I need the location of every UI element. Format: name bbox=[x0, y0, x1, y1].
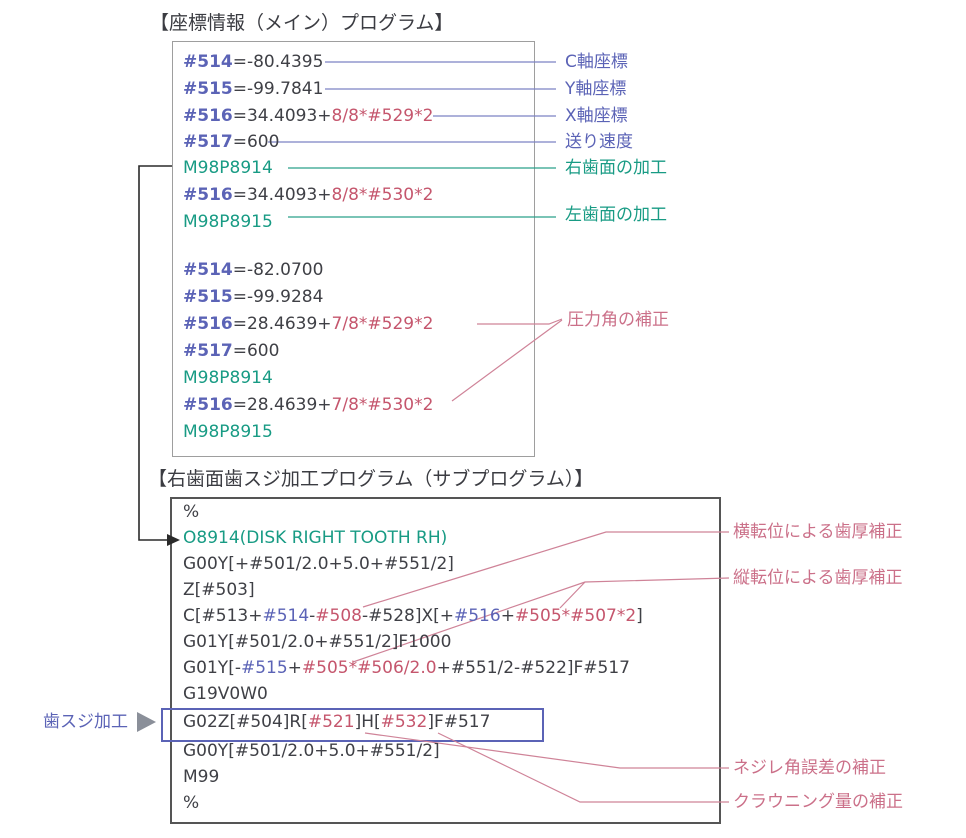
main-code-line: #516=28.4639+7/8*#529*2 bbox=[183, 311, 433, 337]
main-code-segment-corr: 8/8*#529*2 bbox=[331, 106, 434, 126]
main-code-segment-corr: 8/8*#530*2 bbox=[331, 185, 434, 205]
sub-code-line: G01Y[-#515+#505*#506/2.0+#551/2-#522]F#5… bbox=[183, 655, 630, 681]
sub-code-segment-num: + bbox=[500, 606, 515, 626]
sub-code-segment-num: G00Y[+#501/2.0+5.0+#551/2] bbox=[183, 554, 454, 574]
sub-code-segment-corr: #508 bbox=[315, 606, 362, 626]
sub-code-segment-num: M99 bbox=[183, 767, 220, 787]
sub-code-segment-corr: #521 bbox=[307, 712, 355, 732]
sub-code-segment-num: G02Z[#504]R[ bbox=[183, 712, 308, 732]
main-code-line: M98P8915 bbox=[183, 419, 273, 445]
sub-code-segment-varr: #515 bbox=[240, 658, 288, 678]
main-code-line: M98P8914 bbox=[183, 155, 273, 181]
annotation-feed-rate: 送り速度 bbox=[565, 132, 633, 152]
annotation-y-axis-coordinate: Y軸座標 bbox=[565, 79, 627, 99]
main-code-segment-num: =-80.4395 bbox=[232, 52, 324, 72]
sub-code-line: C[#513+#514-#508-#528]X[+#516+#505*#507*… bbox=[183, 603, 643, 629]
sub-code-segment-corr: #532 bbox=[380, 712, 428, 732]
main-code-segment-call: M98P8915 bbox=[183, 212, 273, 232]
sub-code-line: O8914(DISK RIGHT TOOTH RH) bbox=[183, 525, 447, 551]
main-code-line: #516=28.4639+7/8*#530*2 bbox=[183, 392, 433, 418]
main-code-segment-var: #516 bbox=[183, 106, 233, 126]
main-code-segment-var: #517 bbox=[183, 132, 233, 152]
main-code-line: #515=-99.9284 bbox=[183, 284, 323, 310]
tooth-trace-pointer-icon bbox=[137, 712, 156, 732]
main-code-line: #516=34.4093+8/8*#529*2 bbox=[183, 103, 433, 129]
sub-code-segment-num: % bbox=[183, 793, 200, 813]
main-code-segment-call: M98P8914 bbox=[183, 158, 273, 178]
main-code-line: #514=-82.0700 bbox=[183, 257, 323, 283]
annotation-lateral-shift-tooth-thickness-correction: 横転位による歯厚補正 bbox=[733, 522, 903, 542]
main-code-segment-num: =600 bbox=[232, 132, 280, 152]
tooth-trace-highlight-box bbox=[161, 708, 544, 742]
main-code-segment-num: =34.4093+ bbox=[232, 106, 332, 126]
sub-code-segment-varr: #514 bbox=[262, 606, 310, 626]
main-code-line: #517=600 bbox=[183, 129, 279, 155]
sub-code-segment-num: +#551/2-#522]F#517 bbox=[436, 658, 630, 678]
sub-code-segment-call: O8914(DISK RIGHT TOOTH RH) bbox=[183, 528, 448, 548]
sub-code-segment-num: + bbox=[287, 658, 302, 678]
sub-code-line: Z[#503] bbox=[183, 577, 255, 603]
main-code-segment-var: #516 bbox=[183, 314, 233, 334]
annotation-right-tooth-face-machining: 右歯面の加工 bbox=[565, 158, 667, 178]
sub-code-line: % bbox=[183, 790, 199, 816]
sub-code-segment-corr: #505*#507*2 bbox=[514, 606, 637, 626]
main-code-segment-num: =28.4639+ bbox=[232, 314, 332, 334]
main-code-segment-num: =28.4639+ bbox=[232, 395, 332, 415]
annotation-helix-angle-error-correction: ネジレ角誤差の補正 bbox=[733, 758, 886, 778]
sub-code-segment-num: G01Y[- bbox=[183, 658, 241, 678]
sub-code-segment-num: - bbox=[309, 606, 316, 626]
sub-code-segment-num: -#528]X[+ bbox=[362, 606, 454, 626]
main-code-segment-var: #516 bbox=[183, 185, 233, 205]
sub-program-title: 【右歯面歯スジ加工プログラム（サブプログラム）】 bbox=[148, 468, 594, 490]
main-code-segment-call: M98P8915 bbox=[183, 422, 273, 442]
main-code-line: #517=600 bbox=[183, 338, 279, 364]
sub-code-segment-num: C[#513+ bbox=[183, 606, 263, 626]
main-code-line: #514=-80.4395 bbox=[183, 49, 323, 75]
sub-code-segment-num: Z[#503] bbox=[183, 580, 255, 600]
sub-code-line: G00Y[+#501/2.0+5.0+#551/2] bbox=[183, 551, 454, 577]
main-code-segment-num: =-99.9284 bbox=[232, 287, 324, 307]
sub-code-segment-num: ] bbox=[636, 606, 643, 626]
sub-code-line: G01Y[#501/2.0+#551/2]F1000 bbox=[183, 629, 451, 655]
main-code-segment-var: #517 bbox=[183, 341, 233, 361]
sub-code-line: % bbox=[183, 499, 199, 525]
sub-code-segment-num: G01Y[#501/2.0+#551/2]F1000 bbox=[183, 632, 452, 652]
annotation-x-axis-coordinate: X軸座標 bbox=[565, 106, 628, 126]
main-code-segment-var: #515 bbox=[183, 287, 233, 307]
main-code-segment-call: M98P8914 bbox=[183, 368, 273, 388]
main-code-segment-corr: 7/8*#529*2 bbox=[331, 314, 434, 334]
main-code-segment-var: #516 bbox=[183, 395, 233, 415]
annotation-vertical-shift-tooth-thickness-correction: 縦転位による歯厚補正 bbox=[733, 568, 903, 588]
main-code-segment-num: =600 bbox=[232, 341, 280, 361]
main-code-segment-var: #515 bbox=[183, 79, 233, 99]
annotation-left-tooth-face-machining: 左歯面の加工 bbox=[565, 205, 667, 225]
sub-code-line: G19V0W0 bbox=[183, 681, 268, 707]
main-code-segment-corr: 7/8*#530*2 bbox=[331, 395, 434, 415]
main-code-segment-var: #514 bbox=[183, 260, 233, 280]
main-code-line: #515=-99.7841 bbox=[183, 76, 323, 102]
main-code-segment-var: #514 bbox=[183, 52, 233, 72]
main-code-segment-num: =-82.0700 bbox=[232, 260, 324, 280]
main-code-segment-num: =34.4093+ bbox=[232, 185, 332, 205]
sub-code-segment-corr: #505*#506/2.0 bbox=[301, 658, 437, 678]
annotation-pressure-angle-correction: 圧力角の補正 bbox=[567, 310, 669, 330]
sub-code-segment-num: G19V0W0 bbox=[183, 684, 268, 704]
main-program-title: 【座標情報（メイン）プログラム】 bbox=[150, 12, 454, 34]
main-program-box bbox=[172, 41, 535, 457]
sub-code-line: M99 bbox=[183, 764, 219, 790]
sub-code-line: G00Y[#501/2.0+5.0+#551/2] bbox=[183, 738, 440, 764]
main-code-segment-num: =-99.7841 bbox=[232, 79, 324, 99]
main-code-line: #516=34.4093+8/8*#530*2 bbox=[183, 182, 433, 208]
sub-code-segment-num: % bbox=[183, 502, 200, 522]
annotation-crowning-amount-correction: クラウニング量の補正 bbox=[733, 792, 903, 812]
tooth-trace-label: 歯スジ加工 bbox=[43, 712, 128, 732]
sub-code-line: G02Z[#504]R[#521]H[#532]F#517 bbox=[183, 709, 490, 735]
sub-code-segment-num: G00Y[#501/2.0+5.0+#551/2] bbox=[183, 741, 440, 761]
main-code-line: M98P8914 bbox=[183, 365, 273, 391]
sub-code-segment-num: ]H[ bbox=[354, 712, 381, 732]
main-code-line: M98P8915 bbox=[183, 209, 273, 235]
annotation-c-axis-coordinate: C軸座標 bbox=[565, 52, 628, 72]
sub-code-segment-varr: #516 bbox=[453, 606, 501, 626]
sub-code-segment-num: ]F#517 bbox=[427, 712, 491, 732]
